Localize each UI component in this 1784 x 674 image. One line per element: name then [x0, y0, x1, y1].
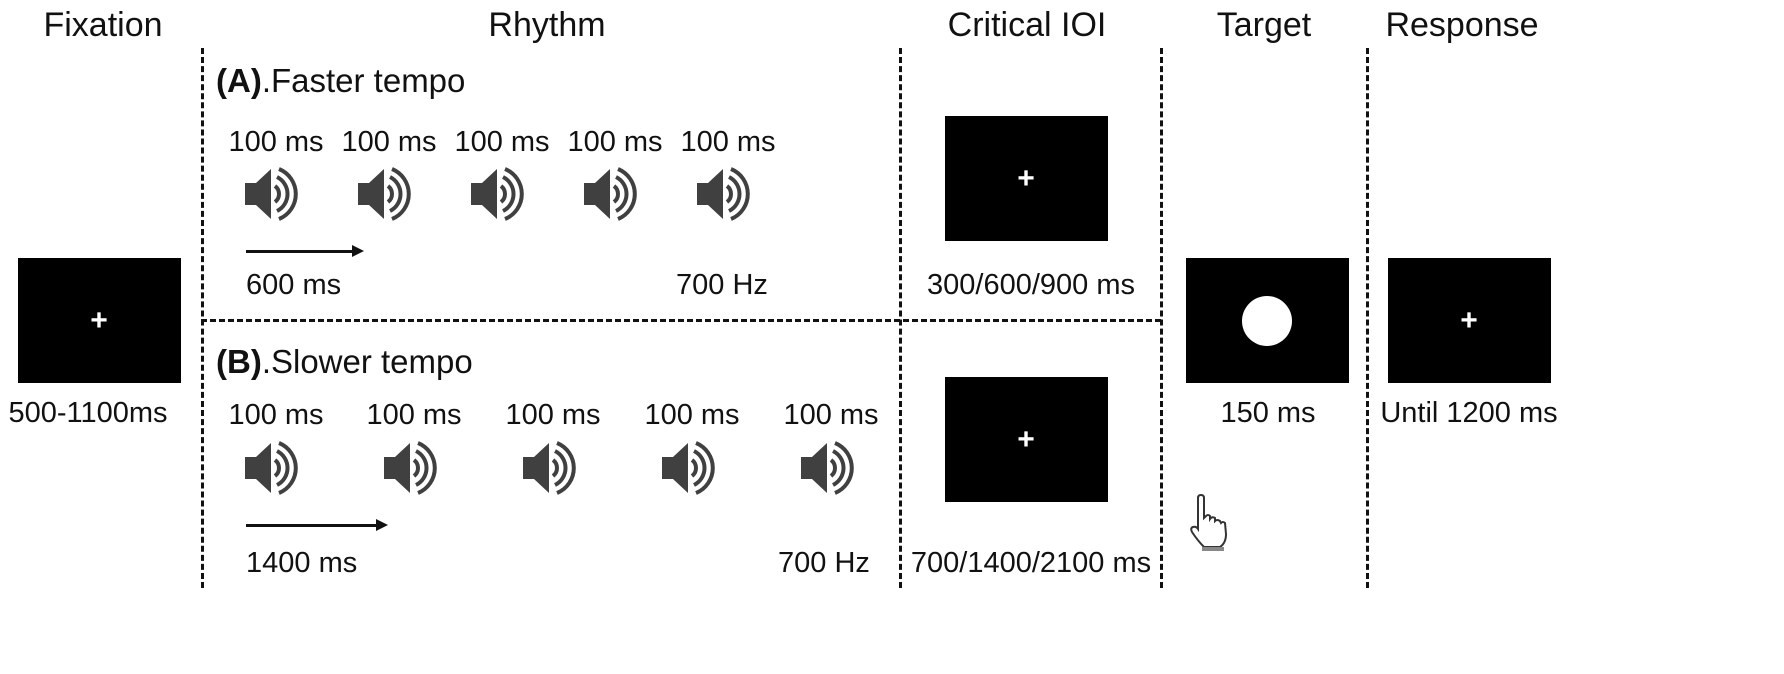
speaker-icon — [358, 167, 411, 221]
speaker-icon — [584, 167, 637, 221]
speaker-icon — [245, 167, 298, 221]
fixation-cross: + — [1017, 162, 1035, 195]
header-target: Target — [1216, 6, 1312, 44]
tone-duration-b-1: 100 ms — [228, 399, 324, 431]
tone-duration-b-2: 100 ms — [366, 399, 462, 431]
section-a-letter: (A) — [216, 62, 262, 99]
response-duration: Until 1200 ms — [1380, 397, 1558, 429]
speaker-icon — [471, 167, 524, 221]
section-b-letter: (B) — [216, 343, 262, 380]
interval-b: 1400 ms — [246, 547, 358, 579]
speaker-icon — [384, 441, 437, 495]
separator-rhythm-critical — [899, 48, 902, 588]
separator-a-b — [201, 319, 1161, 322]
frequency-b: 700 Hz — [778, 547, 870, 579]
fixation-cross: + — [1460, 304, 1478, 337]
section-a-name: .Faster tempo — [261, 62, 466, 99]
header-response: Response — [1385, 6, 1539, 44]
separator-critical-target — [1160, 48, 1163, 588]
critical-ioi-a: 300/600/900 ms — [927, 269, 1135, 301]
header-fixation: Fixation — [43, 6, 163, 44]
interval-arrow-a — [246, 245, 364, 257]
response-screen: + — [1388, 258, 1551, 383]
interval-arrow-b — [246, 519, 388, 531]
hand-pointer-icon — [1190, 494, 1228, 551]
fixation-cross: + — [90, 304, 108, 337]
interval-a: 600 ms — [246, 269, 342, 301]
tone-duration-a-2: 100 ms — [341, 126, 437, 158]
frequency-a: 700 Hz — [676, 269, 768, 301]
fixation-cross: + — [1017, 423, 1035, 456]
section-a-title: (A).Faster tempo — [216, 64, 465, 97]
speaker-icon — [697, 167, 750, 221]
tone-duration-a-3: 100 ms — [454, 126, 550, 158]
separator-fixation-rhythm — [201, 48, 204, 588]
speaker-icon — [523, 441, 576, 495]
header-critical-ioi: Critical IOI — [947, 6, 1107, 44]
tone-duration-a-5: 100 ms — [680, 126, 776, 158]
tone-duration-a-4: 100 ms — [567, 126, 663, 158]
speaker-icon — [245, 441, 298, 495]
header-rhythm: Rhythm — [488, 6, 606, 44]
section-b-name: .Slower tempo — [261, 343, 473, 380]
fixation-screen: + — [18, 258, 181, 383]
target-duration: 150 ms — [1220, 397, 1316, 429]
target-screen — [1186, 258, 1349, 383]
target-circle — [1242, 296, 1292, 346]
tone-duration-b-5: 100 ms — [783, 399, 879, 431]
fixation-duration: 500-1100ms — [8, 397, 168, 429]
speaker-icon — [662, 441, 715, 495]
critical-ioi-screen-b: + — [945, 377, 1108, 502]
tone-duration-b-3: 100 ms — [505, 399, 601, 431]
section-b-title: (B).Slower tempo — [216, 345, 473, 378]
tone-duration-b-4: 100 ms — [644, 399, 740, 431]
separator-target-response — [1366, 48, 1369, 588]
critical-ioi-screen-a: + — [945, 116, 1108, 241]
critical-ioi-b: 700/1400/2100 ms — [910, 547, 1152, 579]
tone-duration-a-1: 100 ms — [228, 126, 324, 158]
speaker-icon — [801, 441, 854, 495]
